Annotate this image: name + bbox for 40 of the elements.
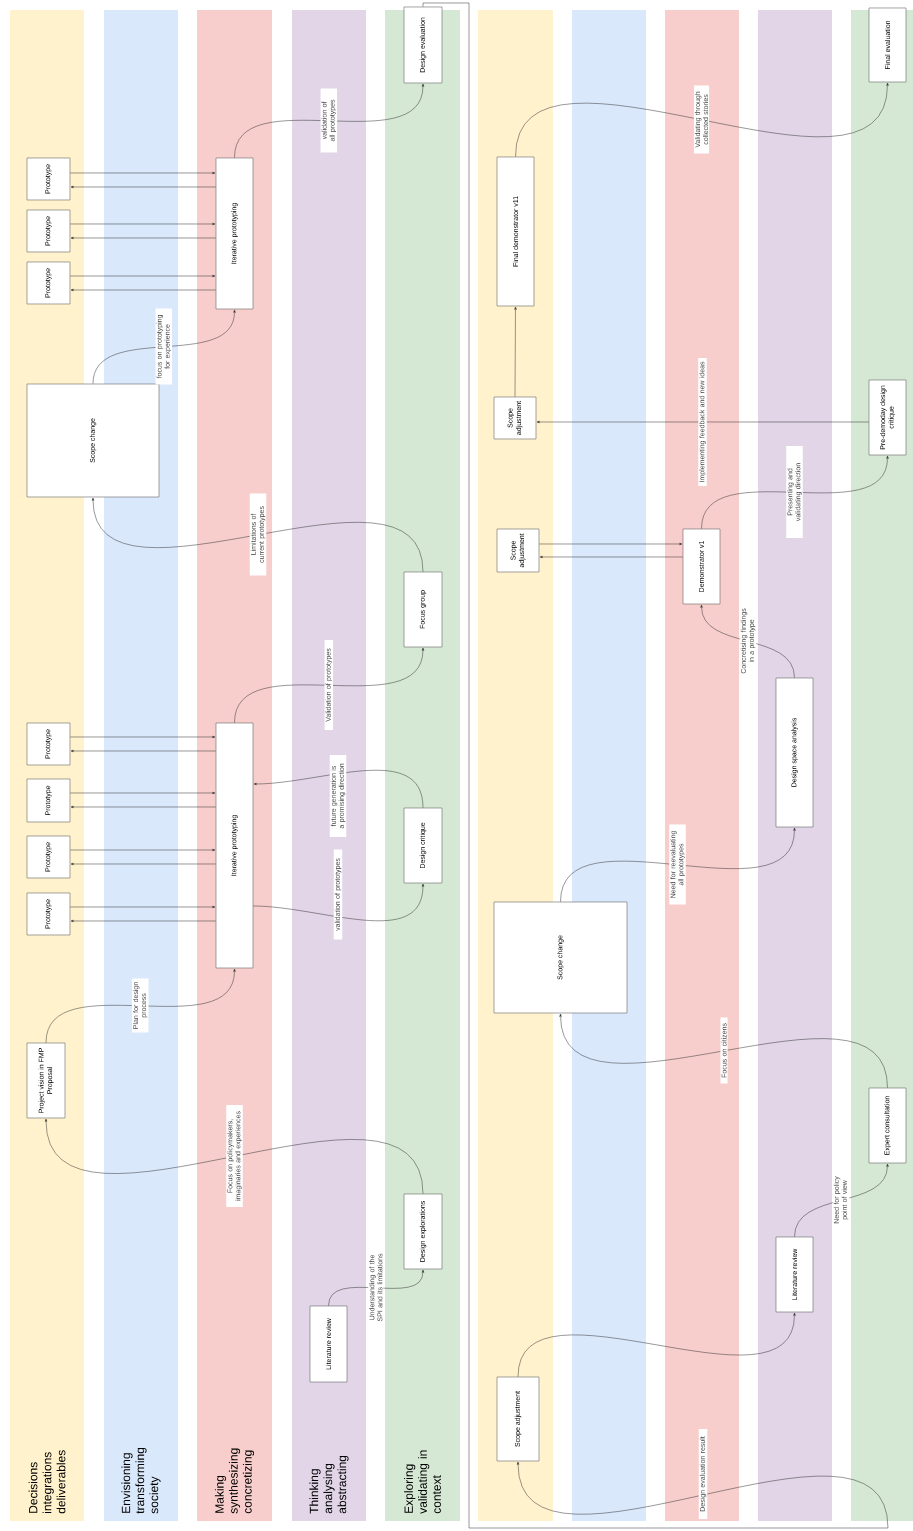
arrow	[44, 1118, 424, 1194]
arrow	[70, 791, 216, 795]
arrow	[539, 542, 683, 546]
arrow	[701, 455, 889, 529]
arrow	[70, 749, 216, 753]
arrow	[794, 1163, 889, 1237]
arrow	[328, 1269, 425, 1306]
lane-heading: Envisioning transforming society	[121, 1447, 161, 1514]
lane-heading: Exploring validating in context	[404, 1450, 441, 1514]
arrow	[45, 968, 236, 1043]
arrow	[234, 647, 425, 723]
arrow	[70, 171, 216, 175]
arrow	[700, 604, 795, 678]
arrow	[70, 222, 216, 226]
arrow	[560, 827, 796, 902]
arrow	[70, 185, 216, 189]
arrow	[559, 1013, 888, 1088]
arrow	[515, 82, 889, 157]
arrow	[70, 288, 216, 292]
arrow	[70, 919, 216, 923]
arrow	[70, 905, 216, 909]
lane-heading: Decisions integrations deliverables	[28, 1450, 66, 1514]
lane-heading: Thinking analysing abstracting	[309, 1455, 349, 1514]
arrow	[422, 2, 889, 1529]
arrow	[92, 309, 236, 384]
arrow	[536, 420, 869, 424]
arrow	[91, 497, 424, 572]
arrow	[70, 848, 216, 852]
arrow	[539, 555, 683, 559]
arrow	[70, 236, 216, 240]
arrow	[70, 805, 216, 809]
arrow	[517, 1312, 796, 1377]
arrow	[253, 770, 424, 808]
arrow	[234, 83, 425, 158]
arrow	[70, 274, 216, 278]
arrow	[253, 883, 425, 922]
arrow	[514, 306, 517, 397]
lane-heading: Making synthesizing concretizing	[214, 1448, 255, 1514]
arrow	[70, 735, 216, 739]
arrow	[70, 862, 216, 866]
